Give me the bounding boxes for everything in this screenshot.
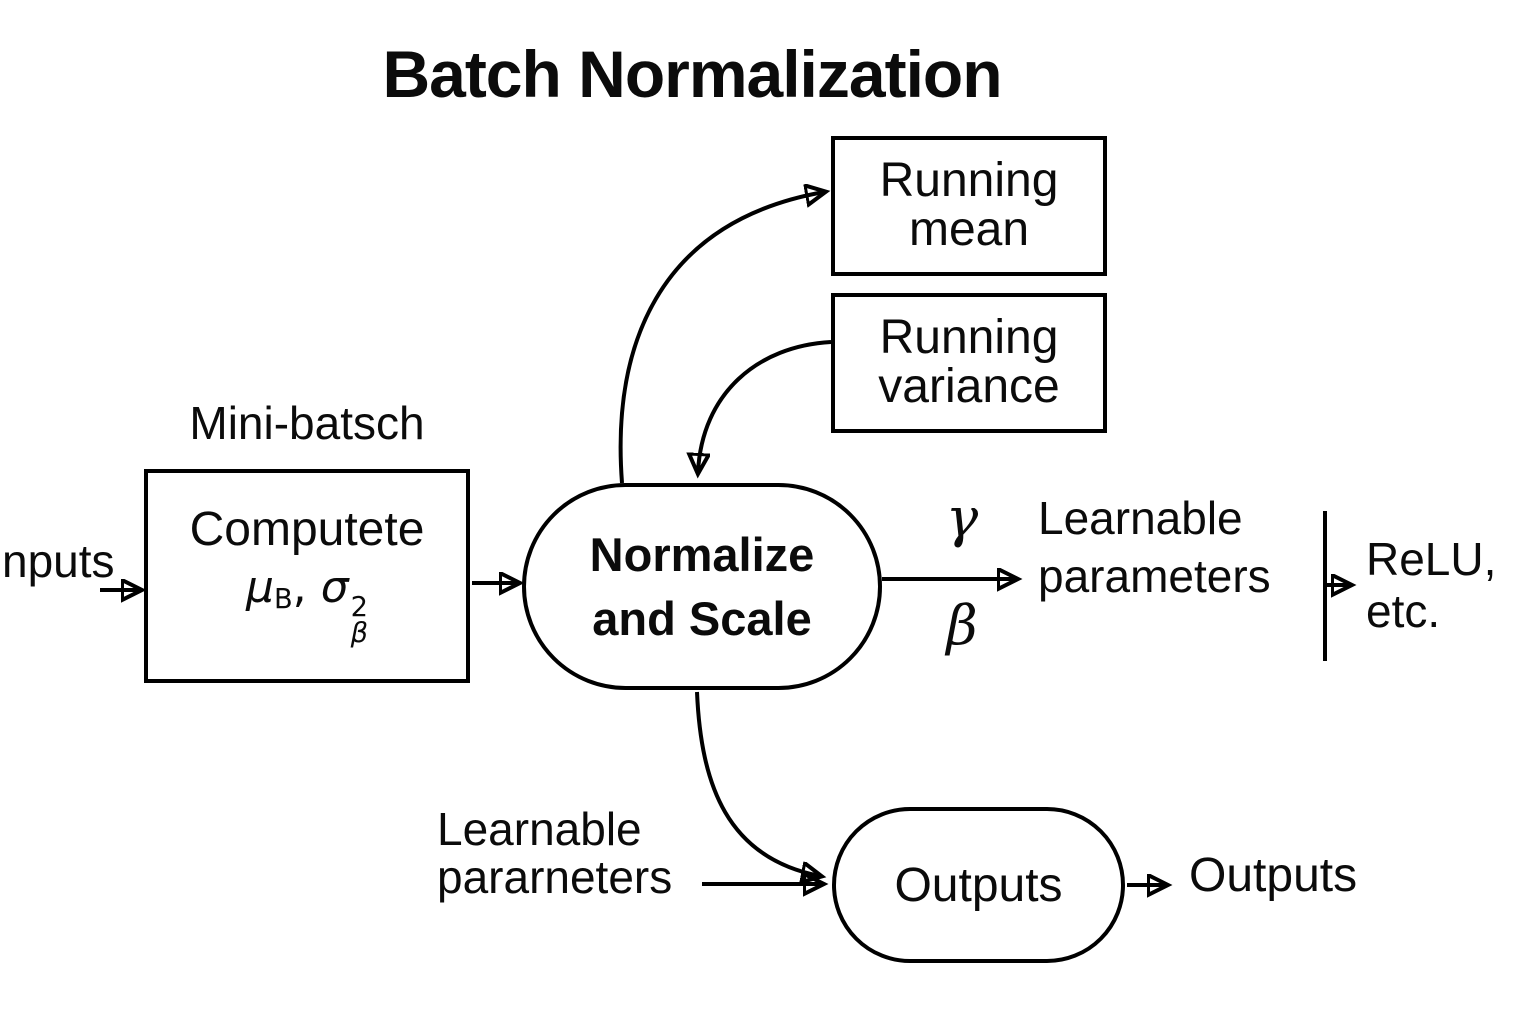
normalize-and-scale-node: Normalize and Scale bbox=[522, 483, 882, 690]
running-variance-line2: variance bbox=[878, 360, 1060, 413]
running-variance-line1: Running bbox=[879, 311, 1059, 365]
page-title: Batch Normalization bbox=[382, 37, 1002, 111]
normalize-line2: and Scale bbox=[592, 591, 812, 645]
running-mean-line2: mean bbox=[908, 203, 1030, 256]
inputs-label: nputs bbox=[2, 535, 115, 587]
mu-subscript: B bbox=[273, 583, 293, 615]
normalize-line1: Normalize bbox=[589, 527, 815, 581]
running-variance-node: Running variance bbox=[831, 293, 1107, 433]
formula-separator: , bbox=[292, 561, 307, 613]
sigma-subscript: β bbox=[350, 617, 369, 649]
arrow-normalize-to-outputs bbox=[695, 691, 820, 876]
outputs-node-label: Outputs bbox=[894, 858, 1063, 912]
outputs-text-label: Outputs bbox=[1189, 849, 1358, 902]
learnable-parameters-line2: parameters bbox=[1038, 549, 1271, 602]
outputs-node: Outputs bbox=[832, 807, 1125, 963]
arrow-running-variance-to-normalize bbox=[698, 340, 832, 472]
learnable-bottom-line1: Learnable bbox=[437, 803, 642, 855]
mu-symbol: μ bbox=[245, 561, 274, 613]
sigma-superscript: 2 bbox=[350, 591, 368, 623]
gamma-symbol: γ bbox=[945, 486, 979, 549]
running-mean-line1: Running bbox=[879, 154, 1059, 208]
beta-symbol: β bbox=[946, 594, 978, 657]
arrow-normalize-to-running-mean bbox=[618, 192, 824, 484]
mini-batch-caption: Mini-batsch bbox=[189, 397, 425, 449]
relu-label: ReLU, etc. bbox=[1366, 533, 1497, 637]
relu-line1: ReLU, bbox=[1366, 533, 1497, 585]
relu-line2: etc. bbox=[1366, 584, 1441, 637]
sigma-symbol: σ bbox=[320, 561, 349, 613]
learnable-bottom-line2: pararneters bbox=[437, 850, 673, 903]
running-mean-node: Running mean bbox=[831, 136, 1107, 276]
learnable-parameters-line1: Learnable bbox=[1038, 492, 1243, 544]
learnable-parameters-label: Learnable parameters bbox=[1038, 490, 1271, 606]
compute-label: Computete bbox=[189, 502, 425, 556]
learnable-parameters-bottom-label: Learnable pararneters bbox=[437, 803, 673, 903]
